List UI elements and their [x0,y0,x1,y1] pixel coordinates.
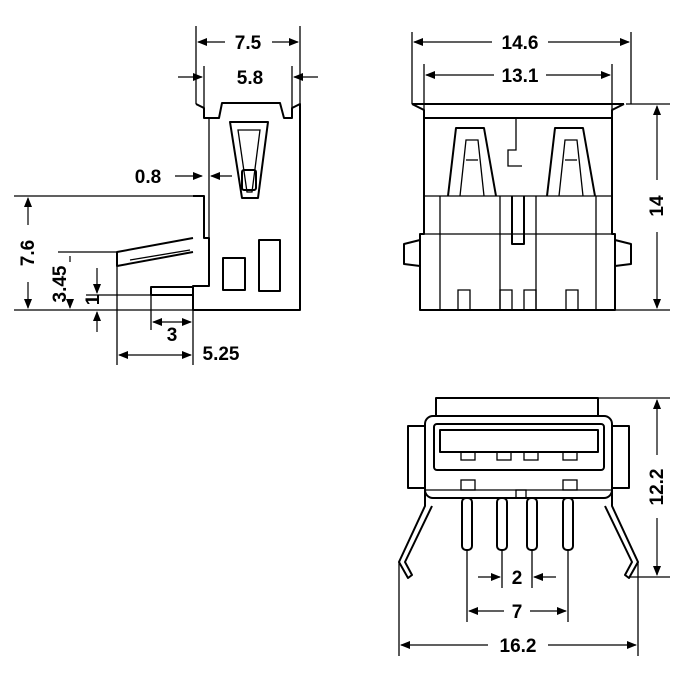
front-bump-left [403,239,421,267]
bottom-contact [460,451,476,461]
dim-label-13_1: 13.1 [502,66,539,87]
front-pin-slot [565,289,579,310]
dim-label-7_6: 7.6 [18,240,39,266]
bottom-view: 12.2 2 7 16.2 [398,397,670,657]
bottom-shell [424,415,613,499]
dim-label-7_5: 7.5 [235,33,262,54]
bottom-pin [562,497,574,551]
bottom-contact [523,451,539,461]
dim-label-5_8: 5.8 [237,68,263,89]
bottom-pin [496,497,508,551]
side-view: 7.5 5.8 0.8 7.6 3.45 1 3 [14,26,318,365]
bottom-base-notch [562,479,578,491]
front-center-slot [511,196,525,245]
side-latch-inner [237,129,261,193]
dim-label-16_2: 16.2 [500,636,537,657]
dim-label-0_8: 0.8 [135,167,161,188]
bottom-side-tab-left [407,425,426,489]
front-latch-left [447,127,497,197]
front-view: 14.6 13.1 14 [403,32,670,311]
side-latch-tab [241,169,257,191]
dim-label-7: 7 [512,602,523,623]
dim-label-12_2: 12.2 [647,469,668,506]
front-latch-right-inner [558,139,584,197]
side-window-small [222,257,246,291]
bottom-base-notch [460,479,476,491]
front-pin-slot [499,289,513,310]
front-latch-left-inner [459,139,485,197]
side-contact-pin [150,286,194,296]
side-leg-line [129,249,191,261]
side-latch-spring [229,121,269,199]
front-center-notch [507,118,522,167]
bottom-base-key [515,489,527,499]
bottom-contact [496,451,512,461]
dim-label-14: 14 [647,195,668,217]
bottom-top-cap [435,397,599,417]
side-window-large [258,239,281,292]
front-top-shell [411,103,625,119]
front-pin-slot [523,289,537,310]
bottom-leg-left [398,490,433,579]
side-body-outline [192,102,301,311]
bottom-port-opening [433,423,605,471]
bottom-port-tongue [439,429,599,453]
bottom-side-tab-right [611,425,630,489]
dim-label-5_25: 5.25 [203,344,240,365]
dim-label-3: 3 [167,325,178,346]
bottom-contact [562,451,578,461]
bottom-pin [526,497,538,551]
side-shield-leg [116,237,194,267]
bottom-pin [461,497,473,551]
dim-label-3_45: 3.45 [50,265,71,302]
bottom-leg-right [604,490,639,579]
front-bump-right [614,239,632,267]
front-latch-right [546,127,596,197]
front-pin-slot [457,289,471,310]
dim-label-1: 1 [83,294,104,305]
dim-label-2: 2 [512,568,523,589]
dim-label-14_6: 14.6 [502,33,539,54]
